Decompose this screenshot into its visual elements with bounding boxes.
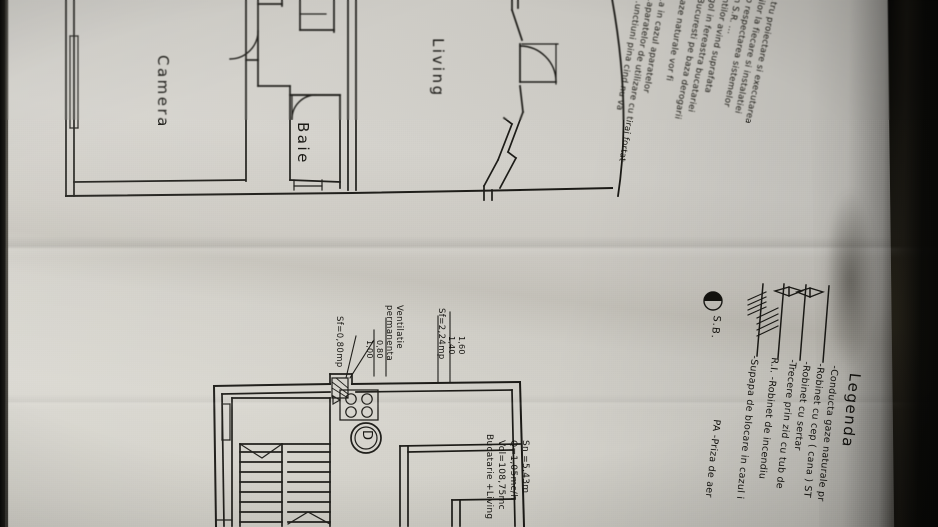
opening-right-height-dim: 1,40 (447, 336, 456, 355)
room-label-camera: Camera (154, 55, 172, 129)
room-label-living: Living (429, 38, 447, 98)
room-label-baie: Baie (294, 122, 312, 165)
ventilation-label-line2: permanenta (384, 305, 394, 362)
opening-right-width-dim: 1,60 (457, 336, 466, 355)
opening-left-area-label: Sf=0,80mp (334, 316, 344, 368)
opening-left-width-dim: 1,00 (365, 340, 374, 359)
opening-right-area-label: Sf=2,24mp (436, 308, 446, 360)
room-spec-surface: Sn =5,43m (520, 440, 530, 494)
ventilation-label-line1: Ventilatie (394, 305, 404, 349)
marker-d-label: D (359, 430, 374, 441)
left-page-edge-line (6, 0, 8, 527)
room-label-bucatarie-living: Bucatarie +Living (484, 434, 494, 520)
room-spec-flow: Q=1,05mc/h (508, 440, 518, 501)
left-page-gutter (0, 0, 9, 527)
room-spec-volume: Vol=108,75mc (496, 440, 506, 510)
opening-left-height-dim: 0,80 (375, 340, 384, 359)
